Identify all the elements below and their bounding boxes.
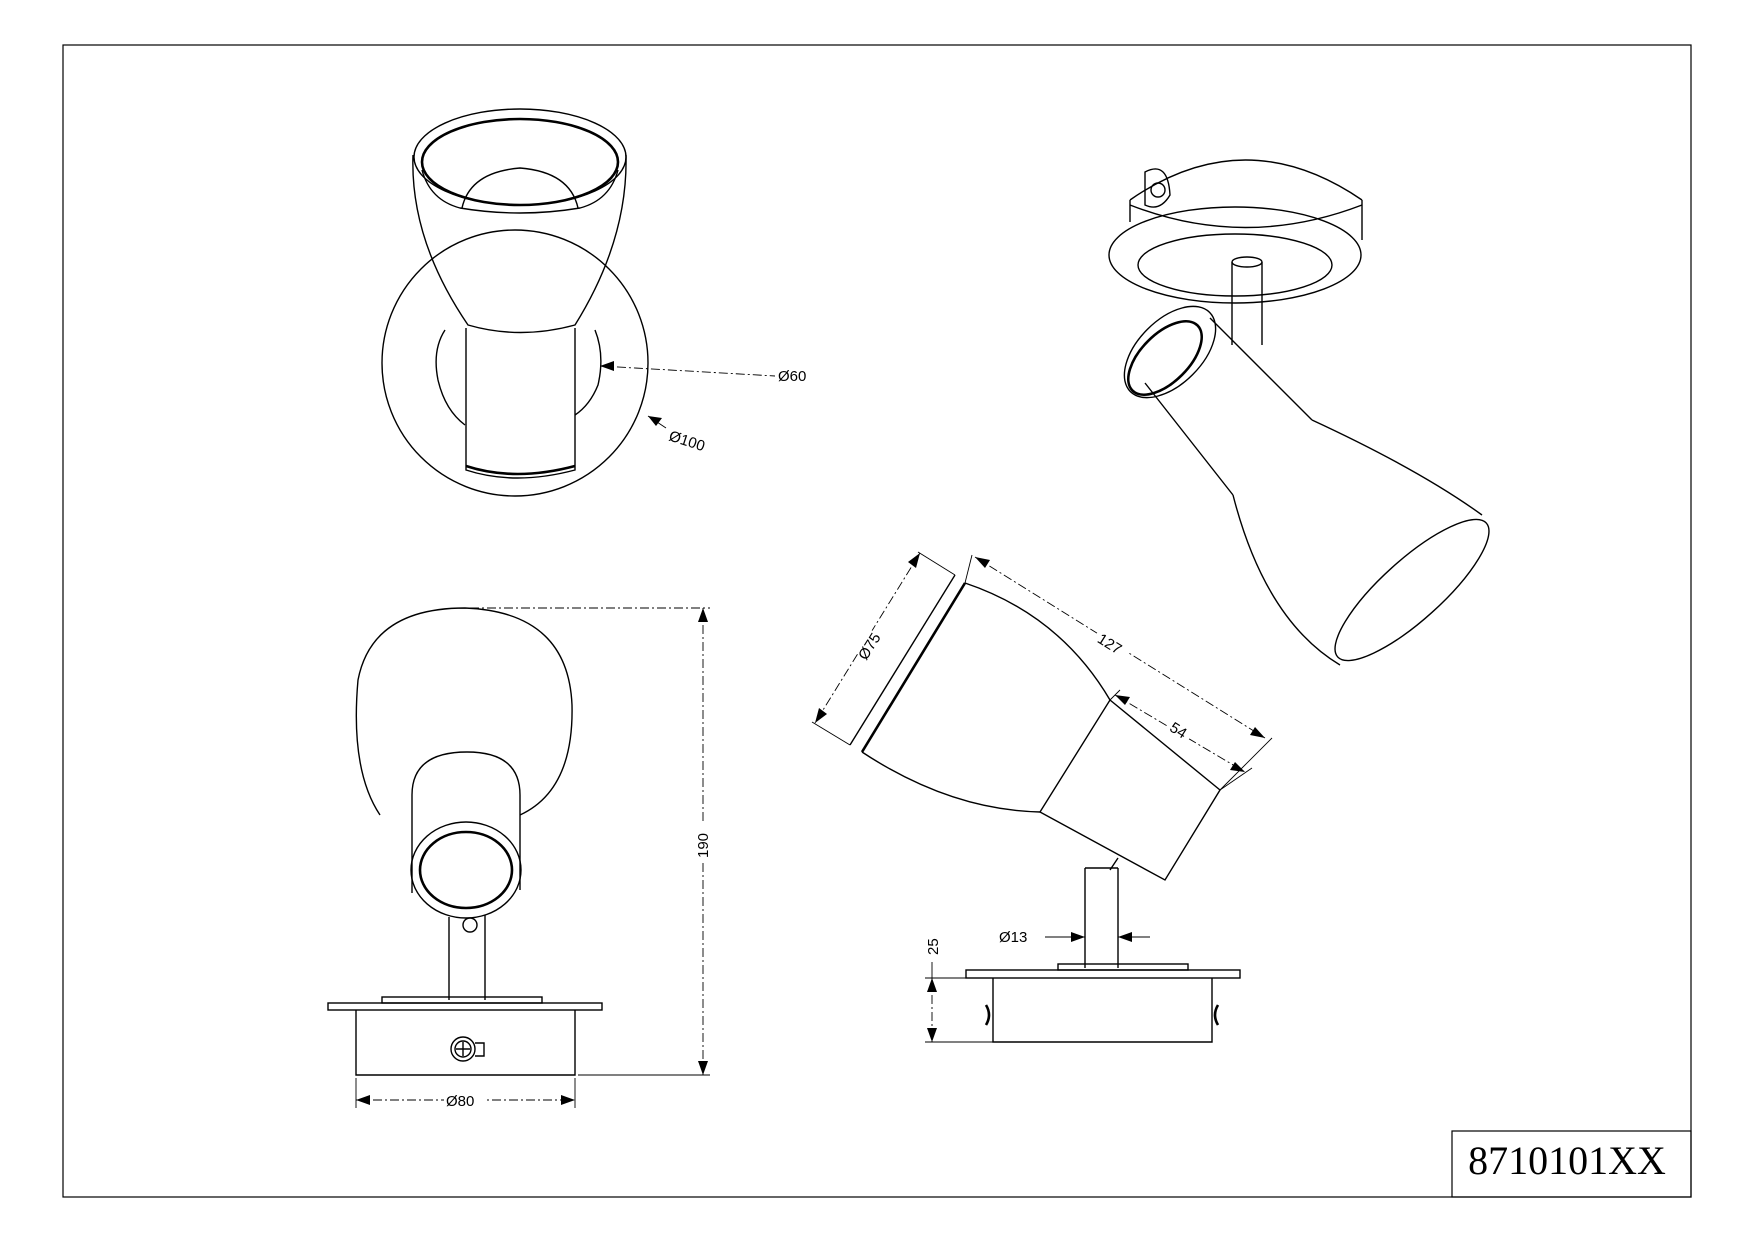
- front-view-sleeve-end: [410, 821, 522, 919]
- top-view-stem-back-right: [574, 329, 602, 416]
- front-view-knuckle: [462, 917, 478, 933]
- dimension-label: Ø13: [999, 929, 1027, 946]
- dimension-top-stem-diameter: Ø60: [599, 361, 806, 385]
- top-view-shade: [412, 154, 627, 334]
- top-view-stem-bottom: [465, 464, 576, 476]
- dimension-front-height: 190: [470, 607, 712, 1076]
- top-view-shade-inner-lip: [421, 169, 619, 214]
- front-view-screw-cross: [456, 1042, 470, 1056]
- side-view-canopy: [992, 978, 1213, 1043]
- dimension-label: Ø80: [446, 1093, 474, 1110]
- perspective-stem-top: [1231, 256, 1263, 268]
- front-view-plate: [327, 1002, 603, 1011]
- perspective-canopy-side: [1129, 204, 1363, 229]
- perspective-screw: [1144, 168, 1171, 208]
- dimension-label: 54: [1167, 719, 1190, 742]
- perspective-view: [1108, 159, 1490, 666]
- side-view-shade-rim: [849, 574, 956, 746]
- side-view-knuckle: [1109, 857, 1119, 871]
- dimension-top-base-diameter: Ø100: [647, 415, 707, 456]
- side-view-plate: [965, 969, 1241, 979]
- perspective-base-plate: [1108, 206, 1362, 304]
- top-view: Ø60 Ø100: [381, 108, 806, 497]
- top-view-stem: [465, 328, 576, 479]
- perspective-shade-rim: [1334, 518, 1490, 662]
- front-view-screw-tab: [475, 1042, 485, 1057]
- drawing-border: [62, 44, 1692, 1198]
- side-view-stem: [1084, 867, 1119, 968]
- front-view-canopy: [355, 1010, 576, 1076]
- dimension-label: 190: [695, 833, 712, 858]
- top-view-socket: [461, 167, 579, 209]
- top-view-base-plate: [381, 229, 649, 497]
- side-view-sleeve: [1039, 698, 1221, 881]
- side-view-screw-left: [984, 1004, 991, 1026]
- perspective-canopy: [1129, 159, 1363, 240]
- side-view-shade-body: [861, 582, 1111, 813]
- perspective-base-plate-inner: [1137, 233, 1333, 297]
- front-view: 190 Ø80: [327, 607, 712, 1110]
- top-view-shade-rim-inner: [420, 117, 620, 207]
- dimension-side-stem-diameter: Ø13: [999, 929, 1150, 946]
- dimension-side-head-length: 127: [964, 554, 1273, 791]
- front-view-sleeve: [411, 751, 521, 893]
- part-number: 8710101XX: [1468, 1138, 1666, 1183]
- front-view-sleeve-end-inner: [418, 830, 514, 910]
- dimension-side-sleeve-length: 54: [1109, 689, 1253, 791]
- front-view-shade: [355, 607, 573, 816]
- dimension-label: Ø100: [667, 428, 707, 456]
- front-view-plate-top: [381, 996, 543, 1004]
- front-view-stem: [448, 915, 486, 1000]
- top-view-stem-back: [435, 329, 466, 426]
- dimension-front-base-diameter: Ø80: [355, 1078, 576, 1110]
- front-view-screw-head: [454, 1040, 472, 1058]
- dimension-label: 25: [925, 938, 942, 955]
- perspective-sleeve-end: [1123, 305, 1217, 399]
- perspective-shade: [1232, 419, 1483, 666]
- side-view-shade-rim-inner: [860, 582, 967, 753]
- perspective-screw-head: [1150, 182, 1166, 198]
- side-view: Ø75 127 54 Ø13: [811, 551, 1273, 1043]
- side-view-plate-top: [1057, 963, 1189, 971]
- perspective-sleeve-end-inner: [1127, 320, 1203, 396]
- perspective-stem: [1231, 262, 1263, 345]
- dimension-label: Ø60: [778, 368, 806, 385]
- front-view-screw: [450, 1036, 476, 1062]
- side-view-screw-right: [1213, 1004, 1220, 1026]
- perspective-sleeve: [1144, 317, 1313, 496]
- dimension-side-base-height: 25: [925, 938, 993, 1043]
- title-block: [1451, 1130, 1692, 1198]
